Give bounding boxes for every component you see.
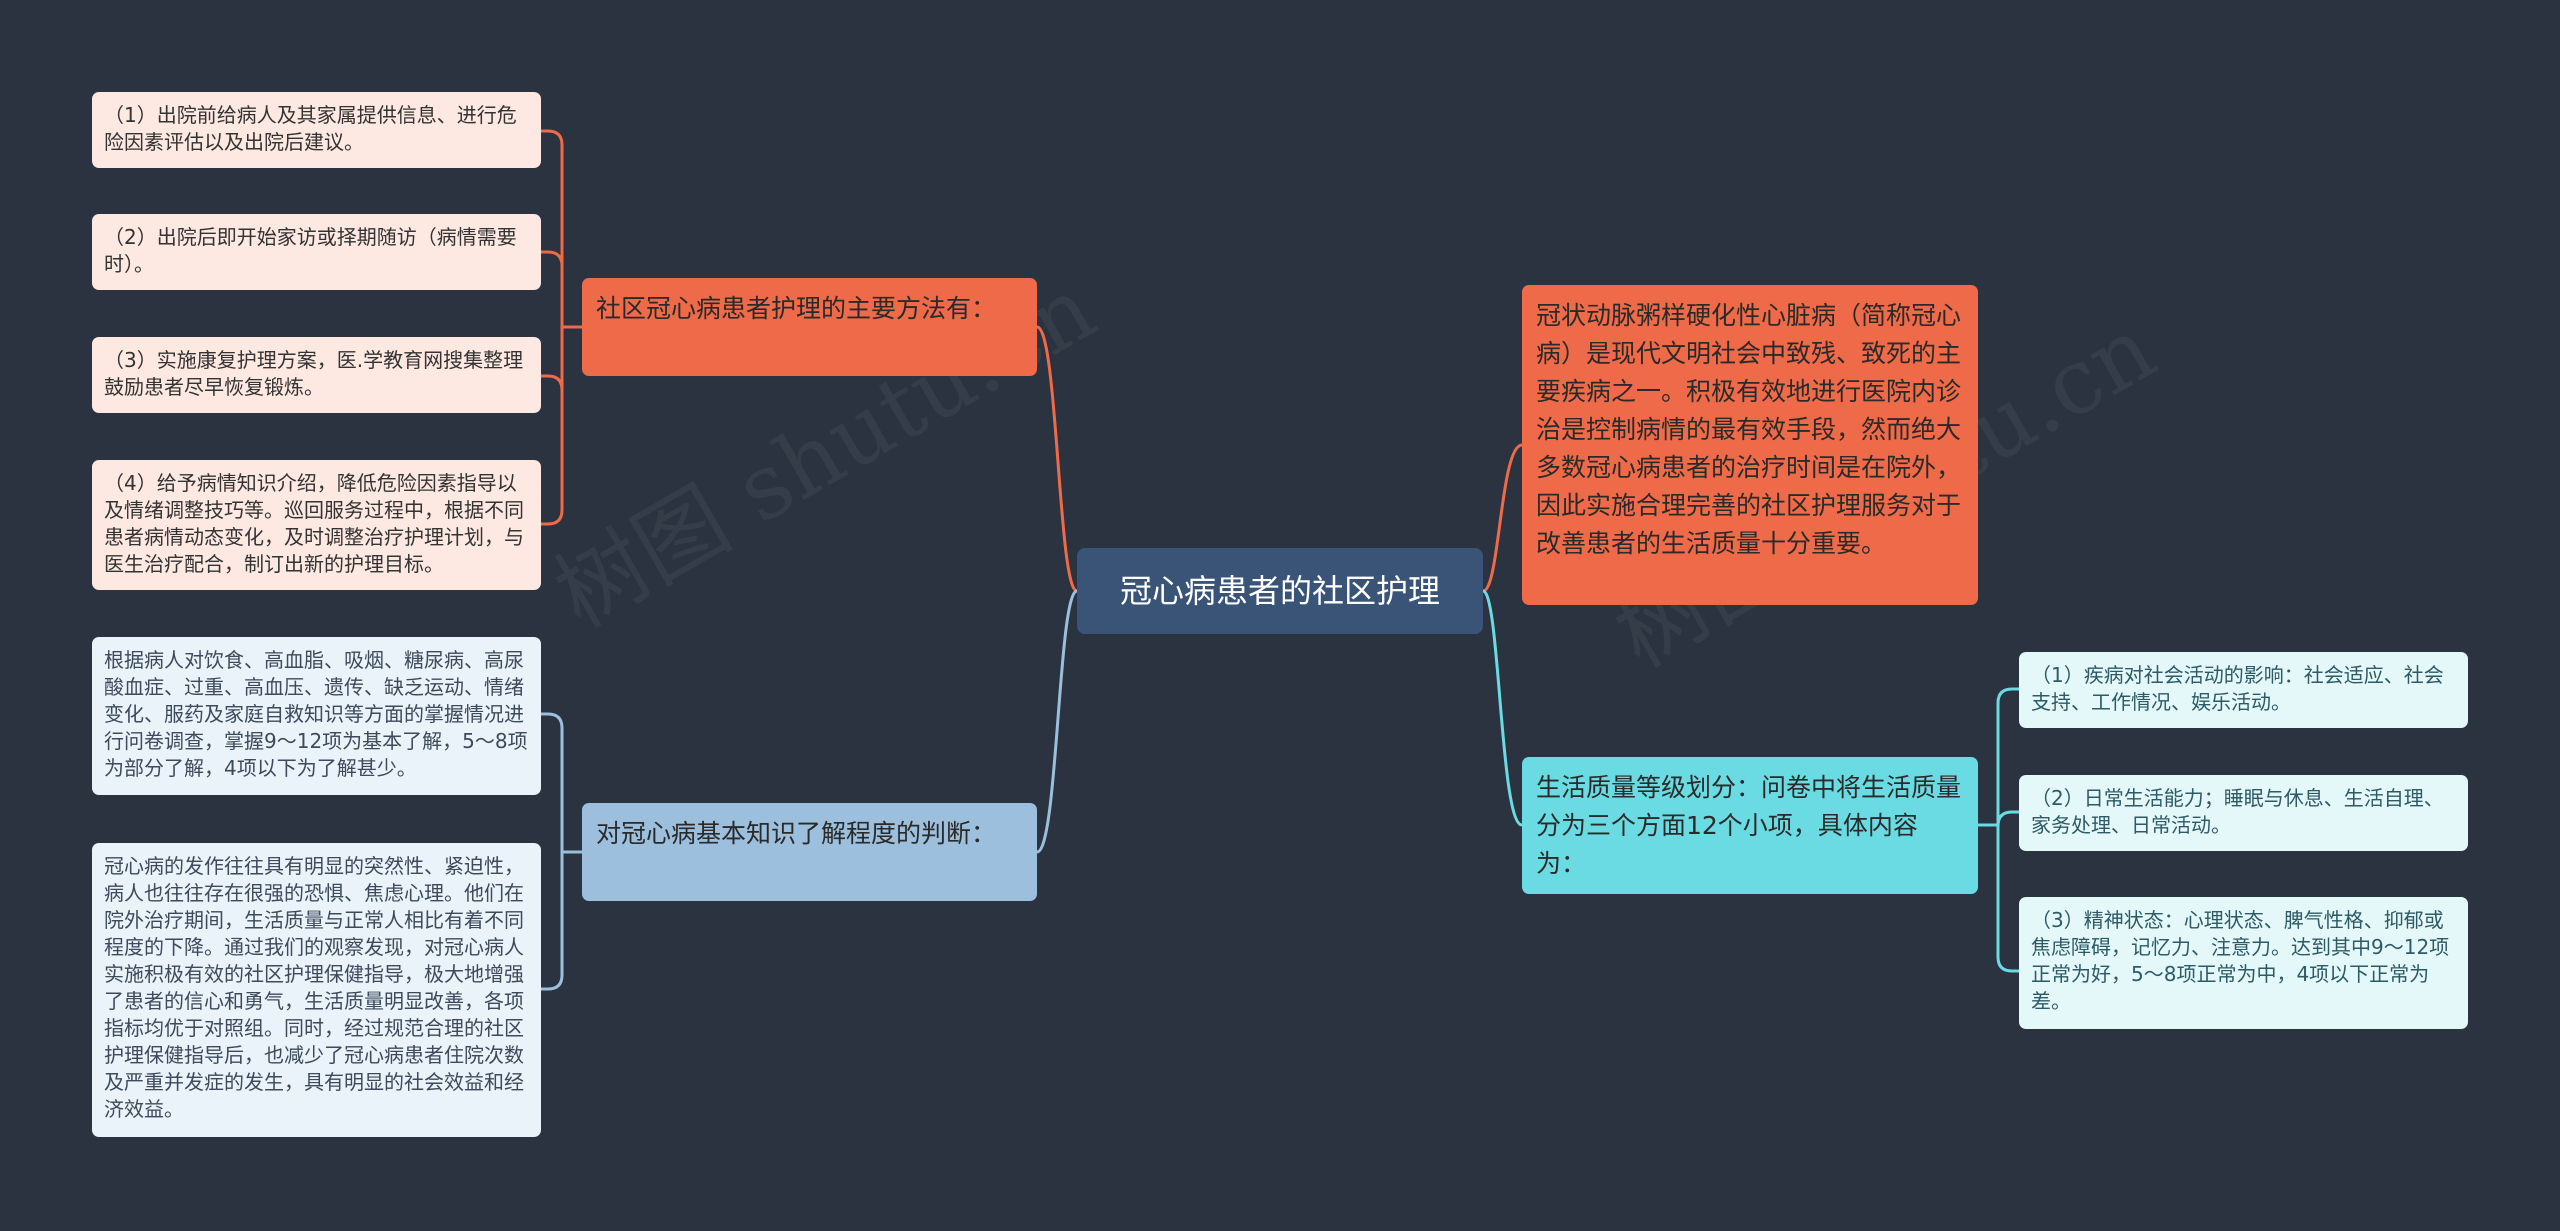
leaf-quality-3[interactable]: （3）精神状态：心理状态、脾气性格、抑郁或焦虑障碍，记忆力、注意力。达到其中9～… [2019,897,2468,1029]
connector-methods-item-3 [541,374,564,391]
leaf-methods-4[interactable]: （4）给予病情知识介绍，降低危险因素指导以及情绪调整技巧等。巡回服务过程中，根据… [92,460,541,590]
connector-methods-bracket [560,145,582,510]
branch-quality[interactable]: 生活质量等级划分：问卷中将生活质量分为三个方面12个小项，具体内容为： [1522,757,1978,894]
leaf-methods-3[interactable]: （3）实施康复护理方案，医.学教育网搜集整理鼓励患者尽早恢复锻炼。 [92,337,541,413]
connector-knowledge-item-1 [541,712,564,729]
connector-methods-item-4 [541,509,564,526]
branch-knowledge[interactable]: 对冠心病基本知识了解程度的判断： [582,803,1037,901]
branch-intro[interactable]: 冠状动脉粥样硬化性心脏病（简称冠心病）是现代文明社会中致残、致死的主要疾病之一。… [1522,285,1978,605]
connector-knowledge-bracket [560,728,582,975]
connector-methods-item-1 [541,129,564,146]
connector-root-quality [1481,589,1523,827]
connector-methods-item-2 [541,250,564,267]
connector-quality-bracket [1978,703,2000,957]
leaf-knowledge-1[interactable]: 根据病人对饮食、高血脂、吸烟、糖尿病、高尿酸血症、过重、高血压、遗传、缺乏运动、… [92,637,541,795]
connector-knowledge-item-2 [541,974,564,991]
branch-methods[interactable]: 社区冠心病患者护理的主要方法有： [582,278,1037,376]
leaf-methods-2[interactable]: （2）出院后即开始家访或择期随访（病情需要时）。 [92,214,541,290]
connector-root-methods [1036,325,1079,593]
leaf-knowledge-2[interactable]: 冠心病的发作往往具有明显的突然性、紧迫性，病人也往往存在很强的恐惧、焦虑心理。他… [92,843,541,1137]
leaf-quality-2[interactable]: （2）日常生活能力；睡眠与休息、生活自理、家务处理、日常活动。 [2019,775,2468,851]
root-node[interactable]: 冠心病患者的社区护理 [1077,548,1483,634]
leaf-quality-1[interactable]: （1）疾病对社会活动的影响：社会适应、社会支持、工作情况、娱乐活动。 [2019,652,2468,728]
leaf-methods-1[interactable]: （1）出院前给病人及其家属提供信息、进行危险因素评估以及出院后建议。 [92,92,541,168]
connector-quality-item-2 [1996,810,2019,827]
connector-quality-item-3 [1996,956,2019,973]
connector-quality-item-1 [1996,687,2019,704]
connector-root-intro [1482,443,1523,593]
connector-root-knowledge [1036,589,1079,854]
